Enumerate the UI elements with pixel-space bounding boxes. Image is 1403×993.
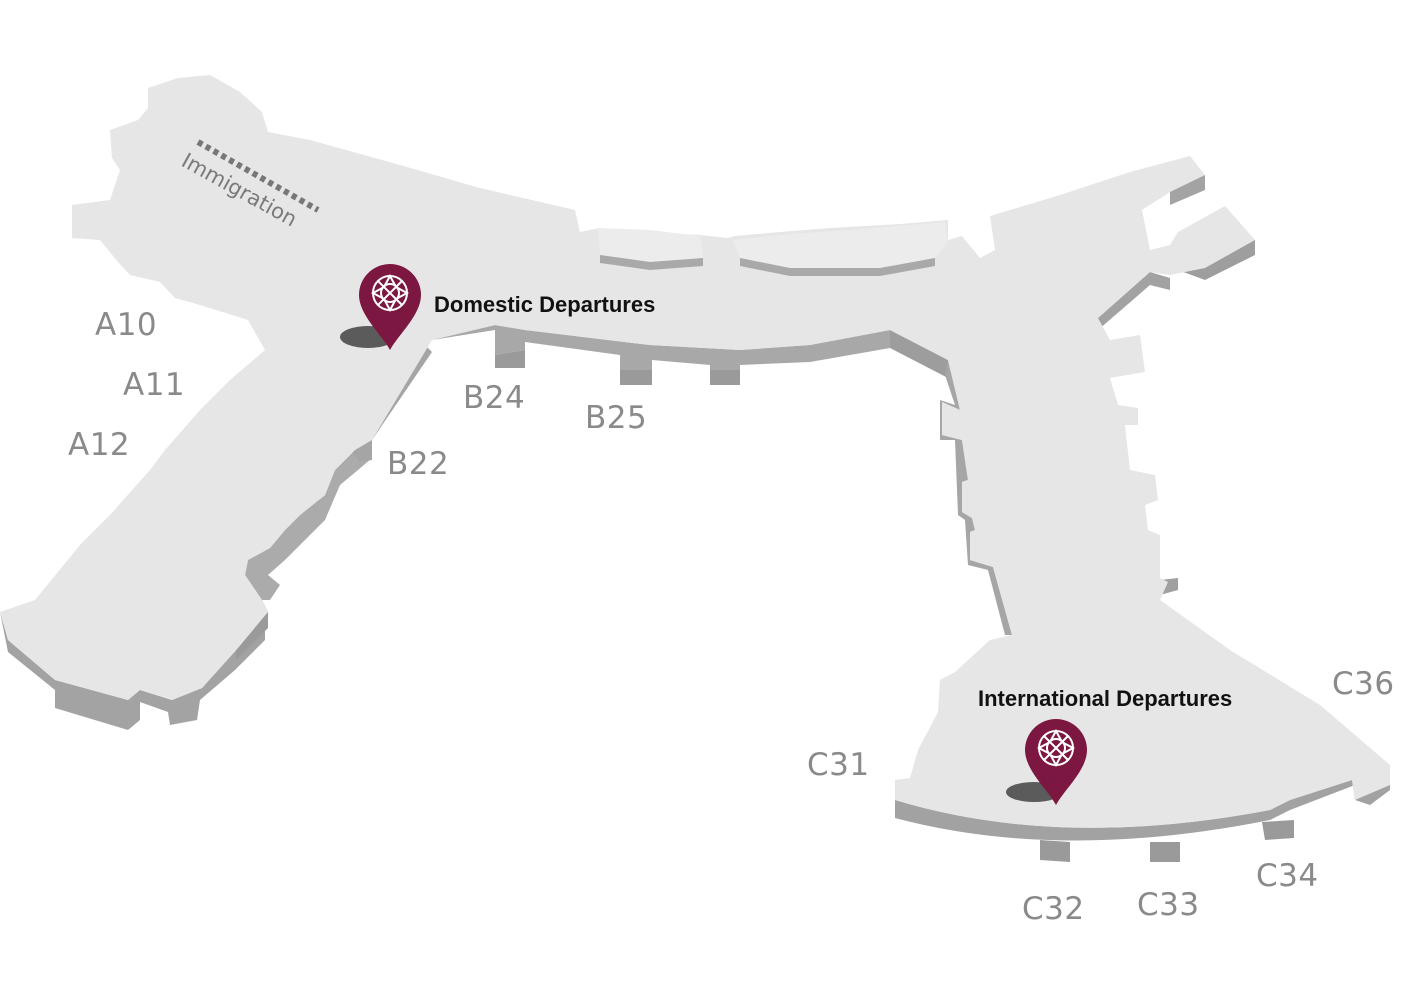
gate-label-a10[interactable]: A10: [95, 307, 157, 343]
raised-blocks-sides: [600, 255, 935, 276]
gate-label-b25[interactable]: B25: [585, 400, 647, 436]
gate-label-b22[interactable]: B22: [387, 446, 449, 482]
domestic-departures-label: Domestic Departures: [434, 292, 655, 317]
location-pin-icon: [359, 264, 421, 350]
gate-label-c34[interactable]: C34: [1256, 858, 1319, 894]
immigration-barrier: [196, 139, 320, 213]
domestic-departures-marker[interactable]: Domestic Departures: [340, 264, 655, 350]
gate-label-c31[interactable]: C31: [807, 747, 870, 783]
international-departures-label: International Departures: [978, 686, 1232, 711]
gate-label-a12[interactable]: A12: [68, 427, 130, 463]
gate-label-c36[interactable]: C36: [1332, 666, 1395, 702]
terminal-floor: [0, 75, 1390, 828]
gate-label-b24[interactable]: B24: [463, 380, 525, 416]
gate-label-a11[interactable]: A11: [123, 367, 185, 403]
gate-label-c33[interactable]: C33: [1137, 887, 1200, 923]
international-departures-marker[interactable]: International Departures: [978, 686, 1232, 805]
location-pin-icon: [1025, 719, 1087, 805]
gate-label-c32[interactable]: C32: [1022, 891, 1085, 927]
gate-labels: A10 A11 A12 B22 B24 B25 C31 C32 C33 C34 …: [68, 307, 1395, 927]
